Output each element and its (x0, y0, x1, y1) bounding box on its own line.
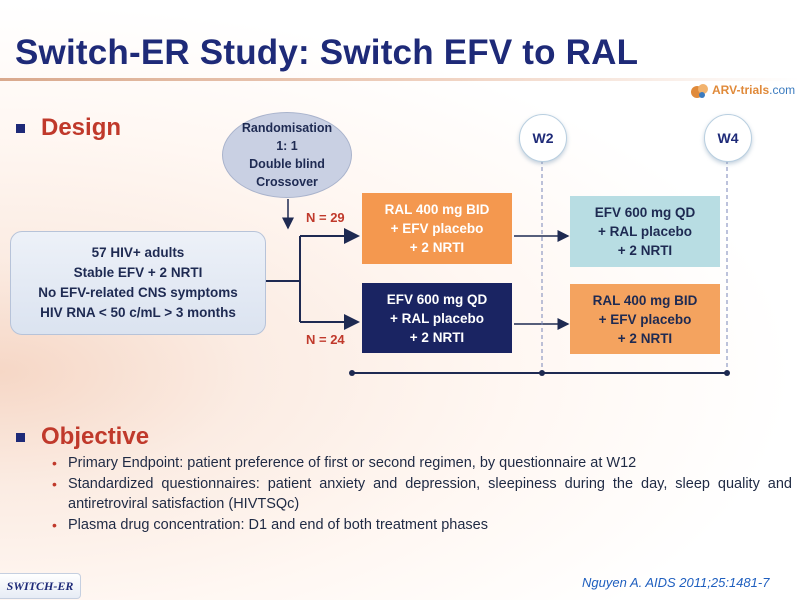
regimen-line: + RAL placebo (390, 310, 484, 326)
objective-list: Primary Endpoint: patient preference of … (52, 453, 792, 536)
regimen-line: EFV 600 mg QD (594, 205, 696, 220)
week-4-marker: W4 (704, 114, 752, 162)
randomisation-line: Crossover (256, 175, 318, 189)
design-heading: Design (41, 114, 122, 141)
regimen-line: + EFV placebo (390, 221, 484, 236)
randomisation-ellipse: Randomisation 1: 1 Double blind Crossove… (222, 112, 352, 198)
population-box: 57 HIV+ adults Stable EFV + 2 NRTI No EF… (10, 231, 266, 335)
randomisation-line: Double blind (249, 157, 325, 171)
arm2-phase1-box: EFV 600 mg QD + RAL placebo + 2 NRTI (362, 283, 512, 353)
regimen-line: EFV 600 mg QD (386, 291, 488, 307)
objective-item: Primary Endpoint: patient preference of … (52, 453, 792, 473)
week-2-marker: W2 (519, 114, 567, 162)
title-divider (0, 78, 800, 81)
randomisation-line: 1: 1 (276, 139, 298, 153)
logo-text-domain: .com (769, 83, 796, 97)
regimen-line: + 2 NRTI (409, 329, 465, 345)
population-line: Stable EFV + 2 NRTI (73, 265, 203, 280)
regimen-line: + 2 NRTI (617, 330, 673, 346)
regimen-line: + 2 NRTI (409, 240, 465, 255)
design-section-header: Design (16, 114, 121, 142)
arv-trials-logo[interactable]: ARV-trials.com (688, 80, 798, 104)
regimen-line: + 2 NRTI (617, 243, 673, 258)
square-bullet-icon (16, 123, 25, 133)
population-line: 57 HIV+ adults (91, 245, 185, 260)
square-bullet-icon (16, 432, 25, 442)
logo-text-main: ARV-trials (712, 83, 770, 97)
regimen-line: RAL 400 mg BID (384, 202, 490, 217)
arm1-n-label: N = 29 (306, 210, 345, 225)
arm1-phase2-box: EFV 600 mg QD + RAL placebo + 2 NRTI (570, 196, 720, 267)
logo-icon (691, 84, 708, 98)
study-tag: SWITCH-ER (0, 573, 81, 599)
randomisation-line: Randomisation (241, 121, 333, 135)
objective-heading: Objective (41, 423, 150, 450)
citation: Nguyen A. AIDS 2011;25:1481-7 (582, 575, 770, 590)
objective-item: Plasma drug concentration: D1 and end of… (52, 515, 792, 535)
objective-item: Standardized questionnaires: patient anx… (52, 474, 792, 514)
regimen-line: + EFV placebo (598, 311, 692, 327)
arm2-phase2-box: RAL 400 mg BID + EFV placebo + 2 NRTI (570, 284, 720, 354)
population-line: No EFV-related CNS symptoms (38, 285, 238, 300)
regimen-line: RAL 400 mg BID (592, 292, 698, 308)
arm1-phase1-box: RAL 400 mg BID + EFV placebo + 2 NRTI (362, 193, 512, 264)
objective-section-header: Objective (16, 423, 149, 451)
regimen-line: + RAL placebo (598, 224, 692, 239)
arm2-n-label: N = 24 (306, 332, 345, 347)
slide-title: Switch-ER Study: Switch EFV to RAL (15, 33, 639, 72)
population-line: HIV RNA < 50 c/mL > 3 months (40, 305, 236, 320)
